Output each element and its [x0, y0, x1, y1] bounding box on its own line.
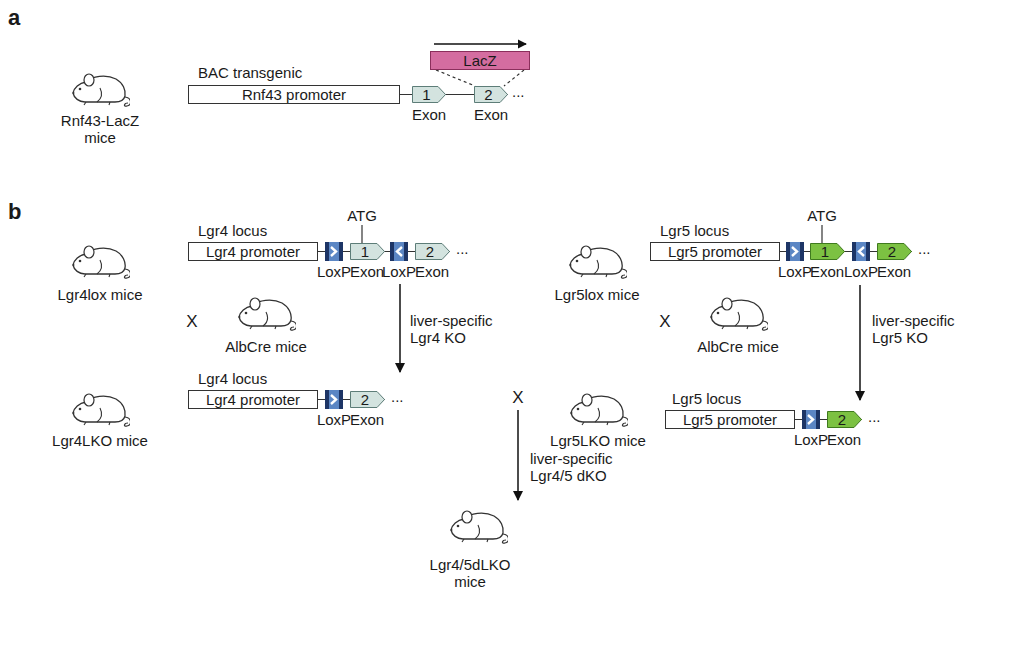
mouse-icon: [570, 246, 628, 278]
process-arrow: [399, 284, 401, 372]
start-codon-label: ATG: [807, 207, 837, 224]
mouse-icon: [73, 74, 131, 106]
cross-symbol: X: [186, 312, 197, 331]
atg-tick: [361, 225, 362, 243]
continuation-dots: ...: [868, 408, 881, 425]
node-text: 2: [888, 243, 896, 260]
insertion-connector: [436, 70, 524, 86]
exon-shape: [413, 87, 446, 103]
mouse-icon: [239, 298, 297, 330]
loxp-symbol: [325, 242, 343, 261]
exon-shape: [828, 412, 862, 428]
exon-shape: [475, 87, 508, 103]
mouse-label: Lgr4lox mice: [57, 286, 142, 303]
node-text: 2: [361, 391, 369, 408]
node-text: 1: [422, 86, 430, 103]
continuation-dots: ...: [456, 240, 469, 257]
exon-label: Exon: [877, 263, 911, 280]
exon-label: Exon: [827, 431, 861, 448]
exon-label: Exon: [810, 263, 844, 280]
locus-label: Lgr5 locus: [672, 390, 741, 407]
mouse-label: AlbCre mice: [697, 338, 779, 355]
loxp-label: LoxP: [317, 263, 351, 280]
loxp-label: LoxP: [844, 263, 878, 280]
panel-letter: b: [8, 200, 21, 224]
node-text: Lgr5 promoter: [683, 411, 777, 428]
promoter-box: Lgr4 promoter: [188, 390, 318, 409]
cross-symbol: X: [659, 312, 670, 331]
locus-label: Lgr4 locus: [198, 370, 267, 387]
cross-symbol: X: [512, 388, 523, 407]
loxp-symbol: [802, 410, 820, 429]
direction-arrow: [434, 43, 526, 44]
continuation-dots: ...: [391, 388, 404, 405]
exon-shape: [351, 244, 385, 260]
loxp-label: LoxP: [778, 263, 812, 280]
process-arrow: [517, 410, 519, 500]
loxp-symbol: [390, 242, 408, 261]
process-label: liver-specific Lgr4/5 dKO: [530, 450, 630, 484]
loxp-symbol: [852, 242, 870, 261]
node-text: Rnf43 promoter: [242, 86, 346, 103]
start-codon-label: ATG: [347, 207, 377, 224]
exon-shape: [416, 244, 450, 260]
exon-label: Exon: [412, 106, 446, 123]
insert-box: LacZ: [430, 51, 530, 70]
locus-label: Lgr5 locus: [660, 222, 729, 239]
exon-shape: [351, 392, 385, 408]
exon-box: 2: [350, 391, 385, 408]
panel-letter: a: [8, 6, 20, 30]
mouse-icon: [711, 298, 769, 330]
process-arrow: [859, 285, 861, 400]
exon-label: Exon: [350, 411, 384, 428]
mouse-label: Lgr5LKO mice: [550, 432, 646, 449]
mouse-label: Lgr4LKO mice: [52, 432, 148, 449]
node-text: Lgr4 promoter: [206, 391, 300, 408]
promoter-box: Lgr4 promoter: [188, 242, 318, 261]
node-text: LacZ: [463, 52, 496, 69]
loxp-label: LoxP: [317, 411, 351, 428]
loxp-symbol: [786, 242, 804, 261]
node-text: 2: [484, 86, 492, 103]
exon-box: 2: [827, 411, 862, 428]
mouse-label: Lgr4/5dLKO mice: [423, 556, 518, 590]
exon-box: 2: [877, 243, 912, 260]
mouse-icon: [571, 394, 629, 426]
continuation-dots: ...: [512, 83, 525, 100]
exon-box: 2: [415, 243, 450, 260]
exon-shape: [811, 244, 845, 260]
exon-box: 1: [350, 243, 385, 260]
mouse-label: Lgr5lox mice: [554, 286, 639, 303]
exon-label: Exon: [350, 263, 384, 280]
node-text: Lgr5 promoter: [668, 243, 762, 260]
node-text: Lgr4 promoter: [206, 243, 300, 260]
node-text: 2: [838, 411, 846, 428]
atg-tick: [821, 225, 822, 243]
locus-label: Lgr4 locus: [198, 222, 267, 239]
mouse-label: AlbCre mice: [225, 338, 307, 355]
node-text: 1: [821, 243, 829, 260]
exon-shape: [878, 244, 912, 260]
mouse-icon: [73, 246, 131, 278]
exon-label: Exon: [415, 263, 449, 280]
mouse-icon: [451, 511, 509, 543]
exon-label: Exon: [474, 106, 508, 123]
construct-label: BAC transgenic: [198, 64, 302, 81]
promoter-box: Rnf43 promoter: [188, 85, 400, 104]
exon-box: 2: [474, 86, 508, 103]
node-text: 1: [361, 243, 369, 260]
exon-box: 1: [412, 86, 446, 103]
process-label: liver-specific Lgr5 KO: [872, 312, 972, 346]
mouse-label: Rnf43-LacZ mice: [55, 112, 145, 146]
promoter-box: Lgr5 promoter: [650, 242, 780, 261]
loxp-symbol: [325, 390, 343, 409]
process-label: liver-specific Lgr4 KO: [410, 312, 510, 346]
mouse-icon: [73, 394, 131, 426]
loxp-label: LoxP: [794, 431, 828, 448]
promoter-box: Lgr5 promoter: [665, 410, 795, 429]
continuation-dots: ...: [918, 240, 931, 257]
node-text: 2: [426, 243, 434, 260]
loxp-label: LoxP: [382, 263, 416, 280]
exon-box: 1: [810, 243, 845, 260]
